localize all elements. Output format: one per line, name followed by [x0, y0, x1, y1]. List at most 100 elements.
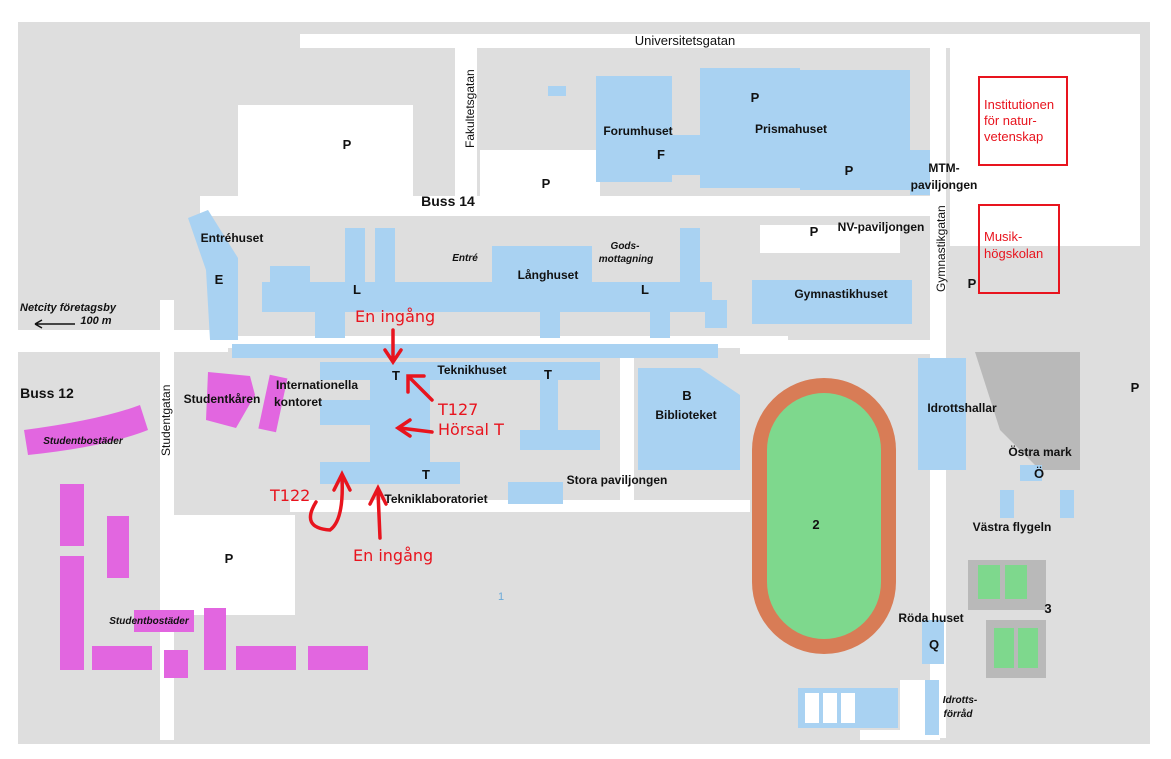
- building-biblioteket: [638, 368, 740, 470]
- box-institutionen: [978, 76, 1068, 166]
- letter-l-east: L: [641, 282, 649, 297]
- label-netcity-2: 100 m: [80, 315, 111, 327]
- label-vastra-flygeln: Västra flygeln: [973, 520, 1052, 534]
- road-se2: [860, 730, 940, 740]
- box-musikhogskolan: [978, 204, 1060, 294]
- label-studentbostader-2: Studentbostäder: [109, 616, 190, 627]
- label-buss12: Buss 12: [20, 385, 74, 401]
- housing-3: [60, 556, 84, 670]
- letter-l-west: L: [353, 282, 361, 297]
- label-gymnastikhuset: Gymnastikhuset: [794, 287, 887, 301]
- label-buss14: Buss 14: [421, 193, 475, 209]
- annotation-arrows: [308, 328, 434, 540]
- letter-t-2: T: [544, 367, 552, 382]
- building-langhuset-w1: [270, 266, 310, 286]
- east-area: [950, 46, 1140, 246]
- building-corridor: [232, 344, 718, 358]
- label-ostra-mark: Östra mark: [1008, 444, 1072, 459]
- football-field: [767, 393, 881, 639]
- building-langhuset-e1: [680, 228, 700, 288]
- building-tekniklab: [320, 462, 460, 484]
- label-tekniklaboratoriet: Tekniklaboratoriet: [384, 492, 487, 506]
- netcity-arrow-icon: [34, 319, 75, 329]
- label-inst-1: Institutionen: [984, 97, 1054, 112]
- building-prismahuset-east: [800, 70, 910, 190]
- housing-north: [24, 405, 148, 455]
- letter-e: E: [215, 272, 224, 287]
- buildings: [188, 68, 1074, 735]
- tennis-court-2a: [994, 628, 1014, 668]
- label-studentgatan: Studentgatan: [159, 385, 173, 456]
- building-roda-huset: [922, 620, 944, 664]
- housing-4: [92, 646, 152, 670]
- building-letters: P P P P P P P P F E L L T T T B Ö Q 2 3 …: [215, 90, 1140, 652]
- building-teknik-e: [540, 380, 558, 430]
- building-entrehuset: [188, 210, 238, 340]
- annotation-horsal-t: Hörsal T: [438, 420, 504, 439]
- building-langhuset-spine: [262, 282, 712, 312]
- building-ostra: [1020, 465, 1042, 481]
- letter-p-north: P: [343, 137, 352, 152]
- letter-3: 3: [1044, 601, 1051, 616]
- housing-8: [308, 646, 368, 670]
- parking-p-north: [238, 105, 413, 200]
- label-fakultetsgatan: Fakultetsgatan: [463, 69, 477, 148]
- annotation-t127: T127: [437, 400, 478, 419]
- letter-f: F: [657, 147, 665, 162]
- label-biblioteket: Biblioteket: [655, 408, 716, 422]
- building-small-1: [548, 86, 566, 96]
- letter-o: Ö: [1034, 466, 1044, 481]
- annotation-en-ingang-bottom: En ingång: [353, 546, 433, 565]
- letter-p-fakultet: P: [542, 176, 551, 191]
- label-inst-3: vetenskap: [984, 129, 1043, 144]
- building-stora-paviljongen: [508, 482, 563, 504]
- housing-5: [164, 650, 188, 678]
- building-teknikhuset-w: [320, 400, 375, 425]
- label-prismahuset: Prismahuset: [755, 122, 827, 136]
- building-langhuset-core: [492, 246, 592, 286]
- housing-1: [60, 484, 84, 546]
- label-gods-1: Gods-: [611, 241, 641, 252]
- letter-q: Q: [929, 637, 939, 652]
- arrow-bottom-entry: [368, 484, 388, 540]
- building-langhuset-e2: [705, 300, 727, 328]
- building-teknik-se: [520, 430, 600, 450]
- grey-area-ostra: [975, 352, 1080, 470]
- label-roda-huset: Röda huset: [898, 611, 963, 625]
- housing-6: [204, 608, 226, 670]
- parking-p-nv: [760, 225, 900, 253]
- road-buss12: [18, 330, 228, 352]
- tennis-court-1a: [978, 565, 1000, 599]
- label-entrehuset: Entréhuset: [201, 231, 264, 245]
- label-mtm-1: MTM-: [928, 161, 959, 175]
- building-mtm: [910, 150, 930, 195]
- road-universitetsgatan: [300, 34, 1140, 48]
- road-buss14: [200, 196, 940, 216]
- letter-p-musik: P: [968, 276, 977, 291]
- tennis-court-1b: [1005, 565, 1027, 599]
- letter-p-prisma-e: P: [845, 163, 854, 178]
- label-forumhuset: Forumhuset: [603, 124, 672, 138]
- building-prismahuset-west: [700, 68, 800, 188]
- road-east: [740, 340, 930, 354]
- annotation-en-ingang-top: En ingång: [355, 307, 435, 326]
- letter-p-east: P: [1131, 380, 1140, 395]
- arrow-t127: [406, 374, 434, 402]
- building-teknikhuset: [320, 362, 600, 380]
- road-inner: [620, 350, 634, 510]
- letter-p-nv: P: [810, 224, 819, 239]
- building-idrottshallar: [918, 358, 966, 470]
- arrow-t122: [308, 470, 352, 532]
- building-langhuset-s1: [315, 310, 345, 338]
- building-vastra-1: [1000, 490, 1014, 518]
- building-langhuset-s3: [650, 306, 670, 338]
- label-gymnastikgatan: Gymnastikgatan: [934, 205, 948, 292]
- label-studentkaren: Studentkåren: [184, 392, 261, 406]
- letter-p-prisma: P: [751, 90, 760, 105]
- label-stora-paviljongen: Stora paviljongen: [567, 473, 668, 487]
- label-teknikhuset: Teknikhuset: [437, 363, 506, 377]
- building-gymnastikhuset: [752, 280, 912, 324]
- housing-2: [107, 516, 129, 578]
- label-entre: Entré: [452, 253, 478, 264]
